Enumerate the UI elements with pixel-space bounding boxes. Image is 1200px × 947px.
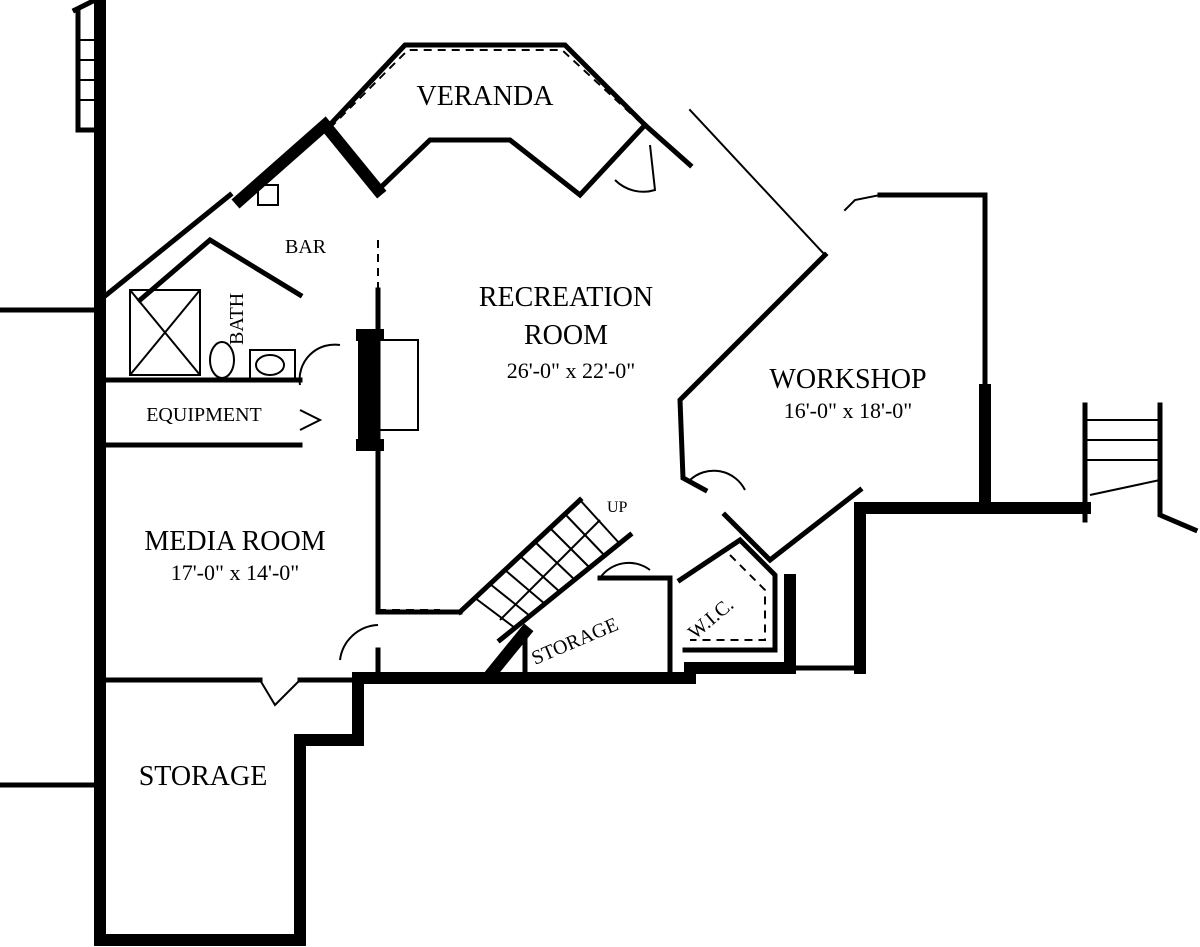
storage-stair-label: STORAGE xyxy=(528,613,621,669)
media-room-label: MEDIA ROOM xyxy=(144,526,325,557)
bar-label: BAR xyxy=(285,236,327,258)
exterior-stair-right xyxy=(1082,402,1199,534)
recreation-room-size: 26'-0" x 22'-0" xyxy=(507,358,636,383)
media-room-size: 17'-0" x 14'-0" xyxy=(171,560,300,585)
veranda-label: VERANDA xyxy=(417,81,555,112)
stair-treads xyxy=(474,499,621,629)
recreation-room-label-2: ROOM xyxy=(524,320,608,351)
wic-label: W.I.C. xyxy=(684,594,738,644)
walls xyxy=(0,0,1091,946)
workshop-label: WORKSHOP xyxy=(769,364,926,395)
door-swings xyxy=(259,144,746,707)
bath-label: BATH xyxy=(226,293,248,345)
workshop-size: 16'-0" x 18'-0" xyxy=(784,398,913,423)
stair-up-label: UP xyxy=(607,499,628,516)
recreation-room-label: RECREATION xyxy=(479,282,653,313)
equipment-label: EQUIPMENT xyxy=(146,404,262,426)
bath-fixtures xyxy=(129,184,296,381)
storage-bottom-label: STORAGE xyxy=(139,761,268,792)
exterior-stair-top-left xyxy=(71,0,103,133)
